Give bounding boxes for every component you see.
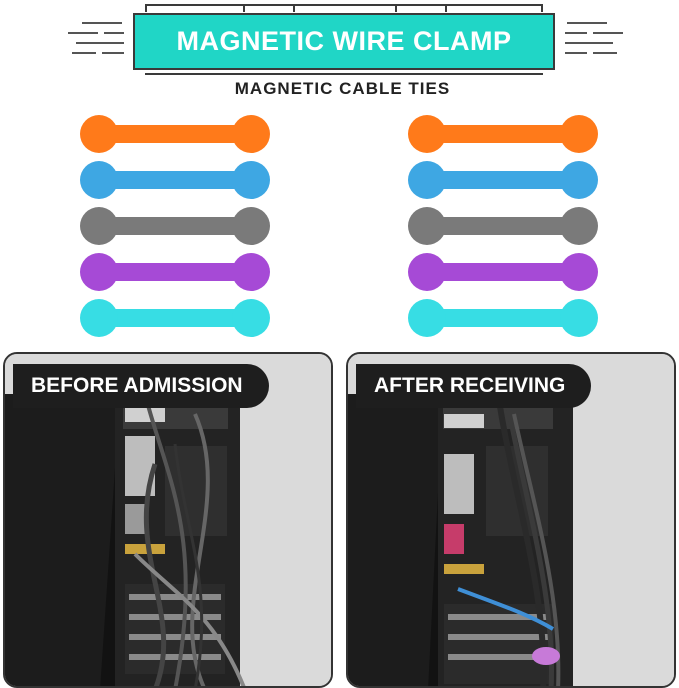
tie-strap	[98, 263, 252, 281]
page-subtitle: MAGNETIC CABLE TIES	[234, 79, 451, 98]
tie-end-left	[80, 253, 118, 291]
tie-column-right	[408, 115, 598, 345]
before-photo-panel: BEFORE ADMISSION	[3, 352, 333, 688]
cable-tie	[80, 115, 270, 153]
tie-end-right	[232, 161, 270, 199]
tie-end-left	[408, 299, 446, 337]
cable-tie	[80, 161, 270, 199]
tie-end-right	[560, 161, 598, 199]
tie-strap	[426, 217, 580, 235]
tie-strap	[426, 125, 580, 143]
cable-tie	[80, 299, 270, 337]
tie-end-right	[232, 207, 270, 245]
tie-end-right	[560, 299, 598, 337]
tie-end-right	[232, 299, 270, 337]
tie-strap	[426, 309, 580, 327]
cable-tie	[408, 161, 598, 199]
tie-end-left	[80, 207, 118, 245]
banner-rail-bottom	[145, 73, 543, 75]
tie-end-right	[232, 253, 270, 291]
speed-lines-left-icon	[68, 20, 130, 64]
tie-strap	[426, 171, 580, 189]
speed-lines-right-icon	[563, 20, 625, 64]
tie-end-right	[232, 115, 270, 153]
before-label: BEFORE ADMISSION	[13, 364, 269, 408]
tie-end-left	[80, 299, 118, 337]
tie-end-left	[80, 161, 118, 199]
cable-tie	[408, 253, 598, 291]
cable-tie	[408, 115, 598, 153]
title-banner: MAGNETIC WIRE CLAMP	[133, 13, 555, 70]
cable-tie	[408, 207, 598, 245]
tie-end-left	[80, 115, 118, 153]
tie-end-left	[408, 115, 446, 153]
tie-end-right	[560, 253, 598, 291]
after-label: AFTER RECEIVING	[356, 364, 592, 408]
pc-tower-after-illustration	[348, 354, 674, 686]
tie-end-right	[560, 207, 598, 245]
tie-end-left	[408, 207, 446, 245]
cable-tie	[80, 253, 270, 291]
pc-tower-before-illustration	[5, 354, 331, 686]
tie-end-left	[408, 161, 446, 199]
after-photo-panel: AFTER RECEIVING	[346, 352, 676, 688]
tie-column-left	[80, 115, 270, 345]
tie-end-left	[408, 253, 446, 291]
tie-strap	[98, 309, 252, 327]
tie-end-right	[560, 115, 598, 153]
tie-strap	[98, 125, 252, 143]
cable-tie	[408, 299, 598, 337]
page-title: MAGNETIC WIRE CLAMP	[176, 26, 512, 56]
tie-strap	[98, 217, 252, 235]
tie-strap	[98, 171, 252, 189]
tie-strap	[426, 263, 580, 281]
cable-tie	[80, 207, 270, 245]
banner-rail	[145, 4, 543, 12]
